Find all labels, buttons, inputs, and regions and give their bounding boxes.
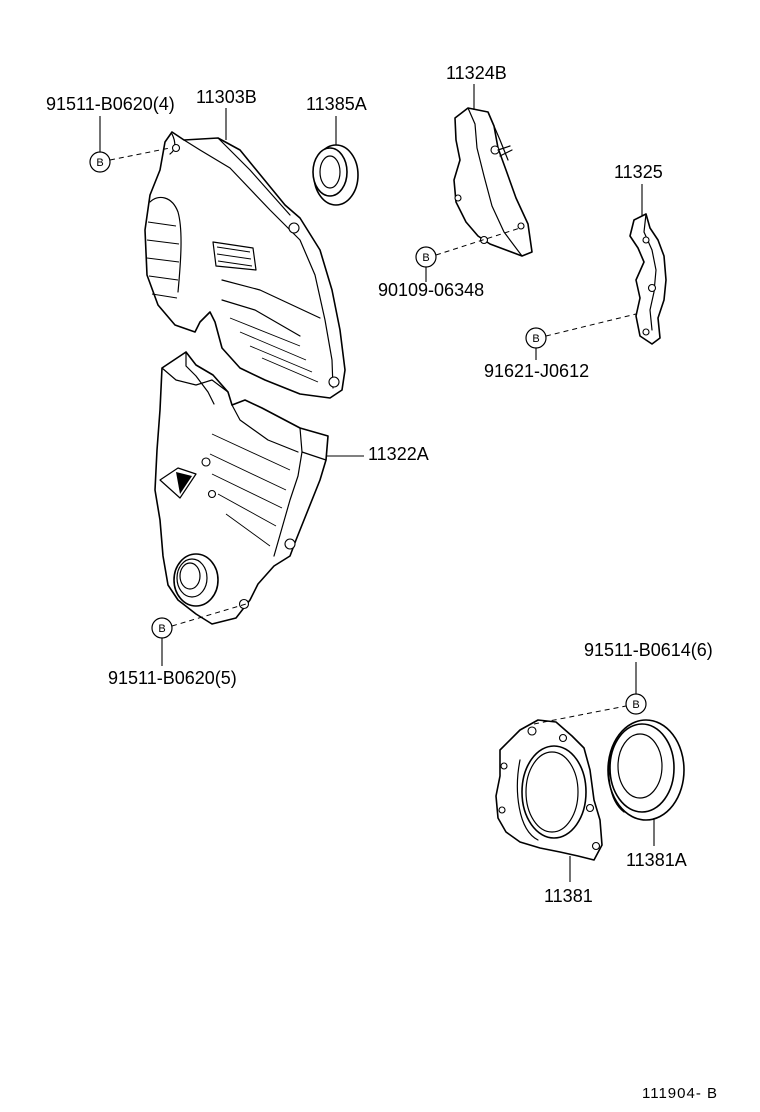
label-bracket-bolt: 90109-06348 — [378, 280, 484, 300]
label-retainer: 11381 — [544, 886, 593, 906]
bolt-marker-small-bracket[interactable]: B — [525, 313, 637, 360]
label-lower-cover: 11322A — [368, 444, 429, 464]
label-lower-bolt: 91511-B0620(5) — [108, 668, 237, 688]
label-retainer-bolt: 91511-B0614(6) — [584, 640, 713, 660]
svg-text:B: B — [532, 333, 539, 345]
bracket-11324b[interactable] — [453, 107, 533, 257]
label-upper-cover: 11303B — [196, 87, 257, 107]
lower-timing-cover[interactable] — [154, 351, 329, 625]
cam-oil-seal[interactable] — [312, 144, 359, 206]
upper-timing-cover[interactable] — [144, 131, 346, 399]
label-bracket-small-bolt: 91621-J0612 — [484, 361, 589, 381]
label-bracket-upper: 11324B — [446, 63, 507, 83]
bolt-marker-lower[interactable]: B — [151, 603, 247, 666]
svg-text:B: B — [422, 252, 429, 264]
bolt-marker-bracket[interactable]: B — [415, 227, 521, 282]
diagram-reference: 111904- B — [642, 1085, 718, 1102]
label-rear-seal: 11381A — [626, 850, 687, 870]
svg-text:B: B — [158, 623, 165, 635]
bolt-marker-upper[interactable]: B — [89, 116, 171, 173]
label-upper-bolt: 91511-B0620(4) — [46, 94, 175, 114]
svg-text:B: B — [96, 157, 103, 169]
bolt-marker-retainer[interactable]: B — [533, 662, 647, 725]
svg-text:B: B — [632, 699, 639, 711]
rear-seal-retainer[interactable] — [495, 719, 603, 861]
label-bracket-small: 11325 — [614, 162, 663, 182]
rear-oil-seal[interactable] — [607, 719, 685, 821]
bracket-11325[interactable] — [629, 213, 667, 345]
label-cam-seal: 11385A — [306, 94, 367, 114]
